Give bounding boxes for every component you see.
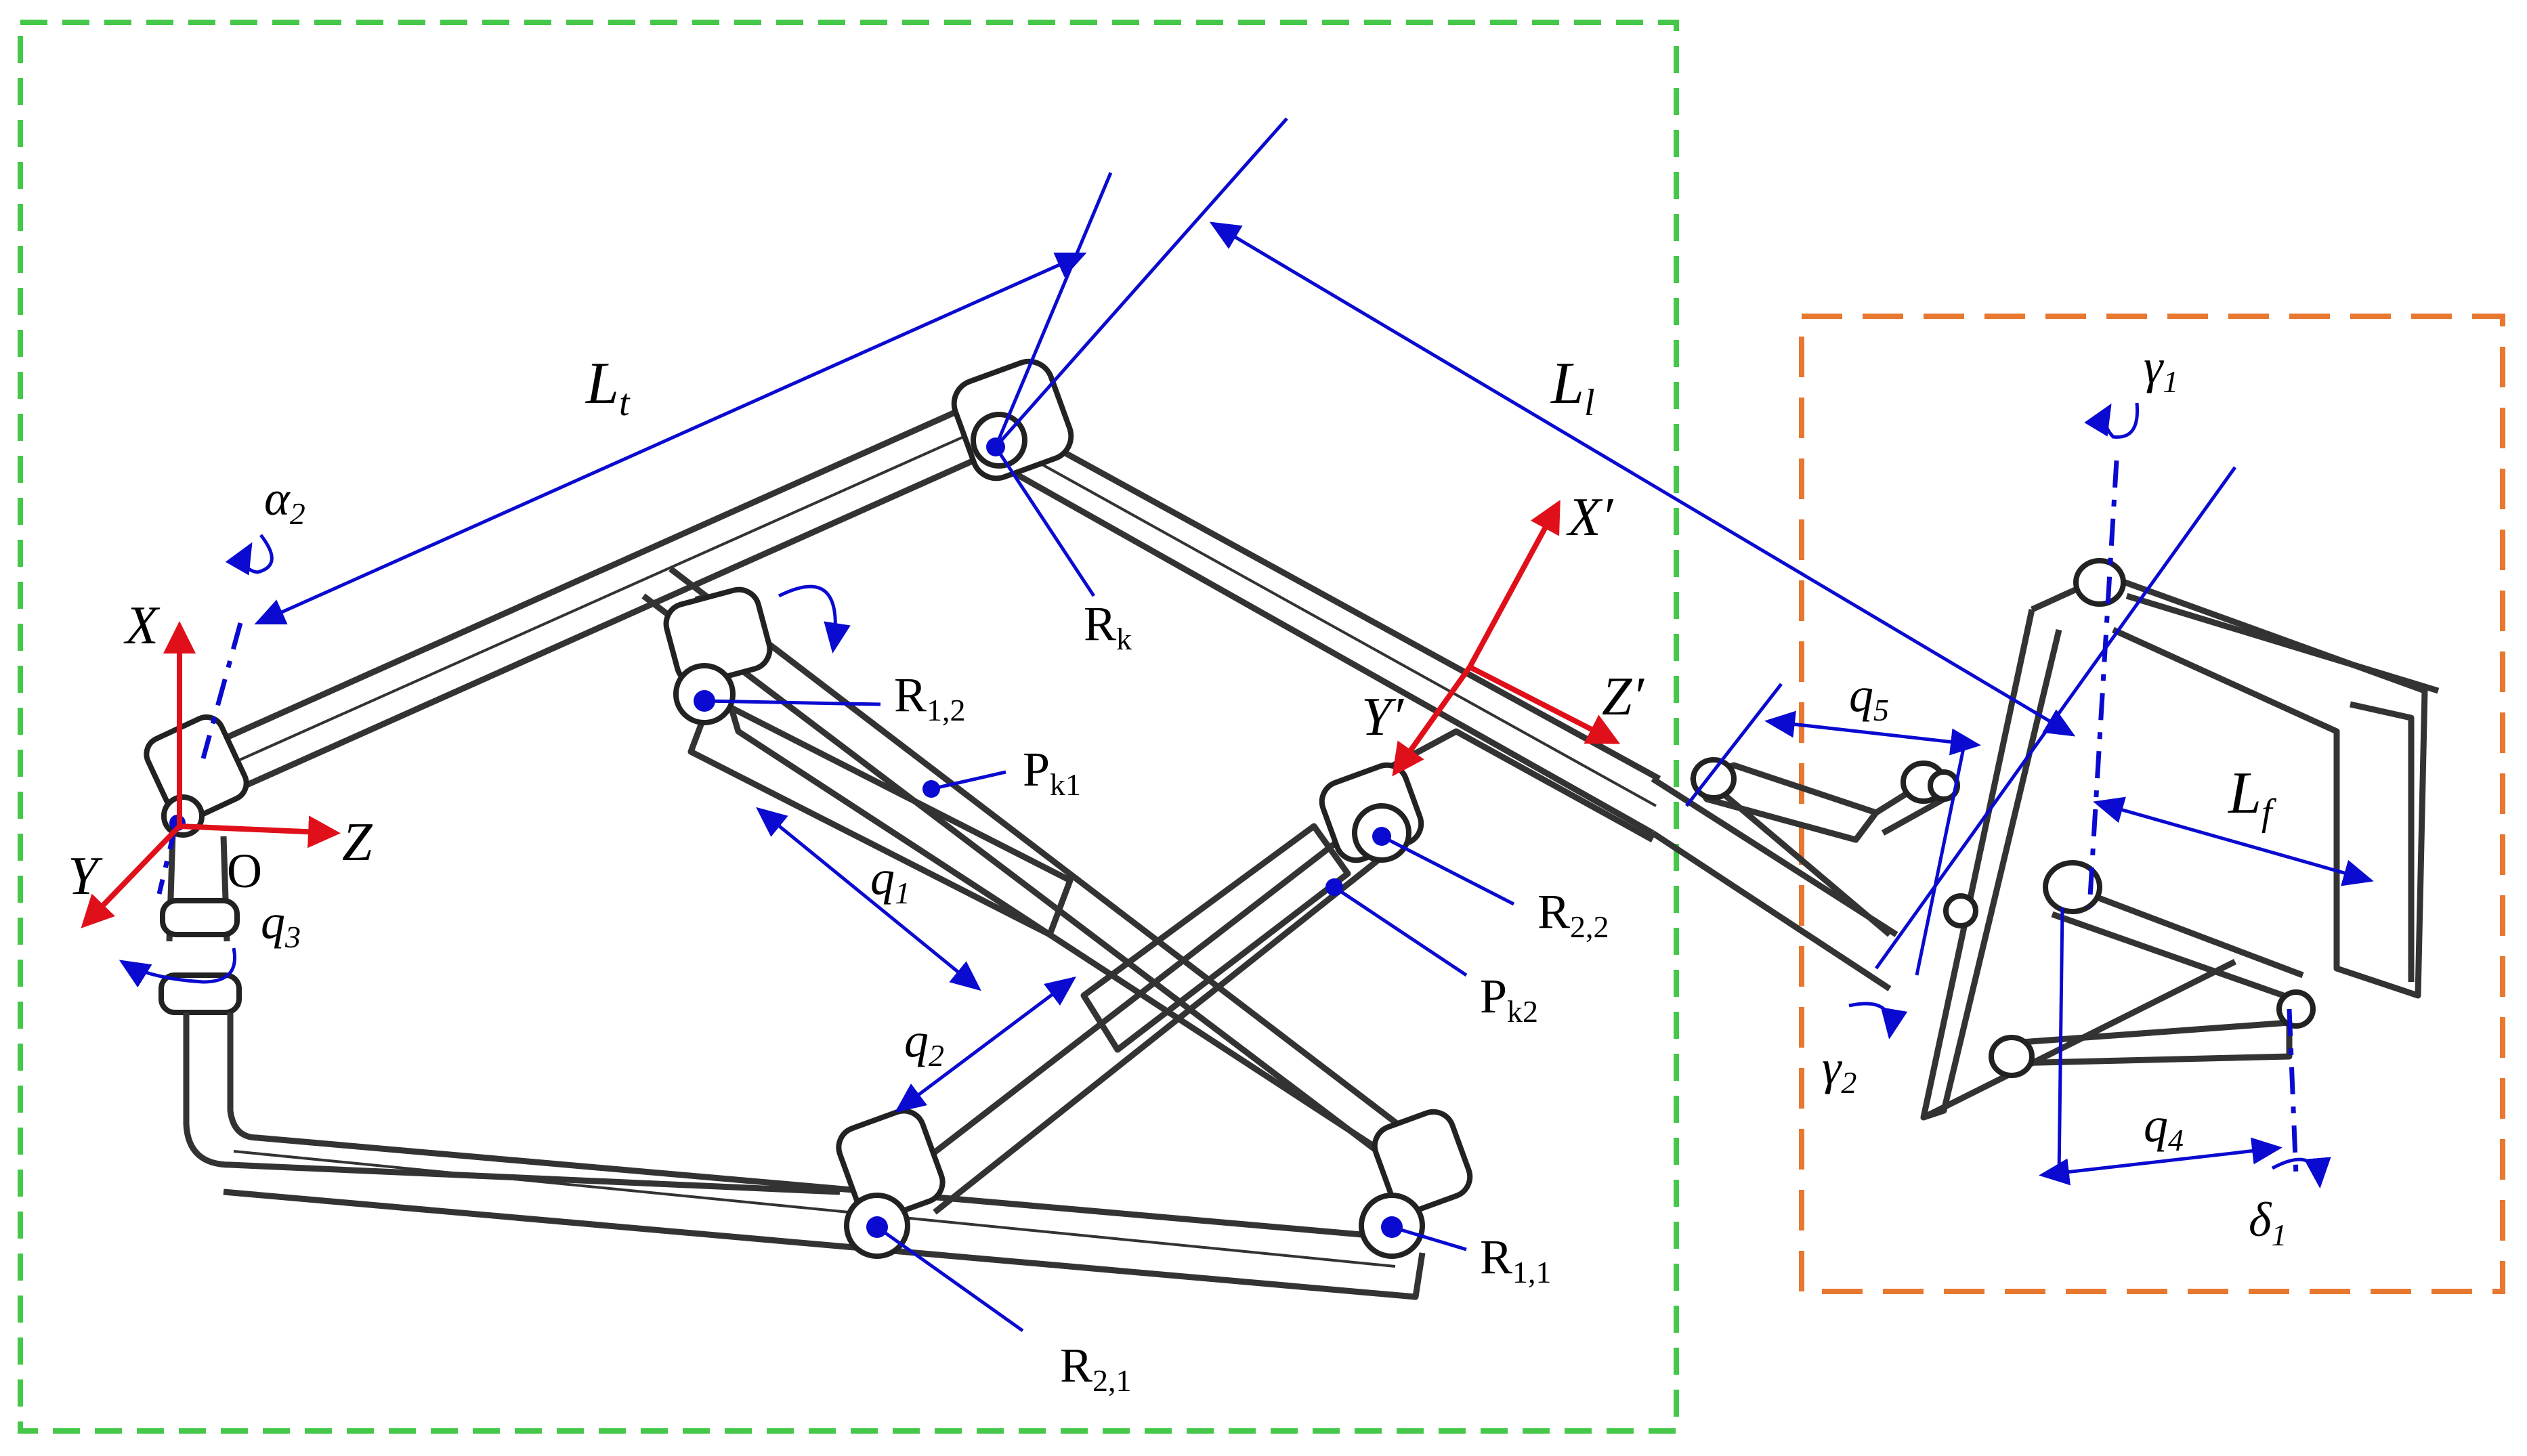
q5-dimension-arrow xyxy=(1764,710,1981,756)
label-R21: R2,1 xyxy=(1060,1338,1132,1398)
gamma1-rotation-icon xyxy=(2084,402,2140,439)
alpha2-rotation-icon xyxy=(225,534,274,576)
label-Lf: Lf xyxy=(2227,761,2277,834)
diagram-labels: Lt Ll Lf α2 X Z Y O q3 q1 q2 q5 q4 Rk R1… xyxy=(68,339,2287,1398)
rotation-arrows xyxy=(119,402,2331,1189)
label-Xp: X′ xyxy=(1566,488,1614,547)
Lt-dimension-arrow xyxy=(254,252,1087,625)
Ll-dimension-arrow xyxy=(1209,221,2076,737)
q2-dimension-arrow xyxy=(895,977,1076,1113)
label-Pk2: Pk2 xyxy=(1480,969,1538,1029)
Y-axis xyxy=(81,824,182,928)
joints xyxy=(144,358,1473,1259)
label-O: O xyxy=(227,844,262,898)
label-delta1: δ1 xyxy=(2249,1193,2287,1252)
Lf-dimension-arrow xyxy=(2093,796,2374,886)
label-Ll: Ll xyxy=(1550,351,1595,424)
label-q1: q1 xyxy=(870,851,910,910)
Yp-axis xyxy=(1392,665,1472,777)
mechanism-links xyxy=(158,403,1898,1300)
label-R11: R1,1 xyxy=(1480,1230,1552,1289)
label-Z: Z xyxy=(342,813,373,872)
q4-dimension-arrow xyxy=(2039,1137,2282,1186)
label-Zp: Z′ xyxy=(1602,667,1644,727)
foot-module-boundary xyxy=(1799,314,2505,1294)
label-R12: R1,2 xyxy=(894,668,966,727)
label-Lt: Lt xyxy=(585,351,631,424)
label-gamma2: γ2 xyxy=(1822,1040,1856,1100)
label-q3: q3 xyxy=(261,895,301,954)
q1-dimension-arrow xyxy=(756,807,981,991)
delta1-rotation-icon xyxy=(2271,1157,2331,1189)
foot-mechanism xyxy=(1690,558,2440,1121)
label-Pk1: Pk1 xyxy=(1023,742,1081,802)
label-Y: Y xyxy=(68,847,103,906)
label-q2: q2 xyxy=(904,1013,944,1073)
label-gamma1: γ1 xyxy=(2144,339,2178,399)
label-R22: R2,2 xyxy=(1537,884,1609,944)
label-alpha2: α2 xyxy=(264,471,305,531)
Z-axis xyxy=(179,815,341,849)
dimension-lines xyxy=(156,117,2374,1333)
coordinate-frames xyxy=(81,499,1621,928)
knee-rotation-icon xyxy=(778,584,851,654)
q3-rotation-icon xyxy=(119,947,236,988)
label-X: X xyxy=(123,596,161,656)
gamma2-rotation-icon xyxy=(1848,1002,1908,1040)
label-q5: q5 xyxy=(1849,668,1889,727)
label-Yp: Y′ xyxy=(1361,687,1404,747)
Zp-axis xyxy=(1468,664,1621,744)
label-Rk: Rk xyxy=(1084,597,1132,656)
Xp-axis xyxy=(1467,499,1560,668)
label-q4: q4 xyxy=(2144,1098,2184,1157)
